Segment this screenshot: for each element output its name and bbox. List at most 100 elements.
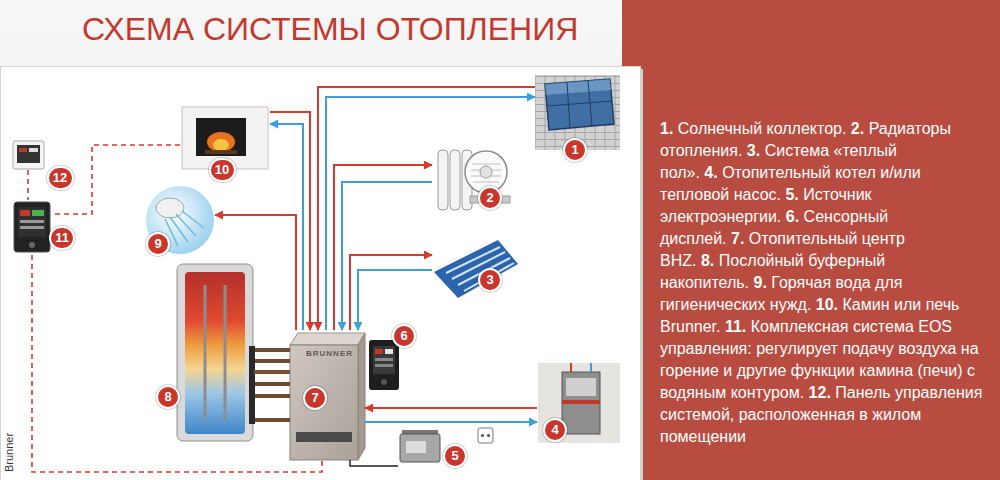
pipe-line — [358, 270, 432, 330]
screen-item — [375, 349, 383, 354]
fireplace-opening — [196, 118, 246, 156]
socket — [478, 428, 493, 443]
boiler-pipe — [570, 363, 572, 372]
display-button — [381, 379, 387, 385]
hot-water: 9 — [145, 185, 215, 255]
power-source: 5 — [398, 426, 493, 470]
screen-item — [20, 226, 44, 229]
callout-number: 3 — [478, 268, 502, 292]
battery — [400, 434, 440, 462]
brand-label: BRUNNER — [306, 349, 353, 359]
legend-number: 3. — [747, 142, 760, 159]
screen-item — [20, 210, 30, 216]
boiler: 4 — [537, 362, 620, 444]
center-front — [290, 345, 358, 460]
pipe-line — [254, 370, 290, 374]
knob-center — [480, 166, 492, 178]
legend-number: 1. — [660, 120, 673, 137]
callout-number: 10 — [209, 158, 236, 182]
boiler-room — [538, 363, 620, 443]
battery-display — [406, 441, 426, 453]
buffer-tank: 8 — [176, 263, 254, 441]
screen-item — [375, 358, 393, 361]
water-jets — [165, 211, 204, 246]
center-side — [358, 333, 365, 460]
pipe-line — [342, 182, 432, 330]
logs — [205, 150, 237, 154]
fireplace: 10 — [180, 105, 270, 170]
panel-grid — [547, 81, 612, 128]
watermark: Brunner — [3, 433, 16, 472]
power-wire — [350, 460, 398, 466]
control-unit — [14, 202, 50, 252]
callout-number: 12 — [47, 166, 74, 190]
screen-item — [375, 364, 393, 367]
legend-number: 8. — [701, 252, 714, 269]
flame-core — [213, 139, 229, 151]
floor-heating: 3 — [432, 238, 518, 298]
pipe-fittings — [249, 346, 255, 424]
boiler-pipe — [590, 363, 592, 372]
knob-ribs — [471, 164, 501, 182]
page-title: СХЕМА СИСТЕМЫ ОТОПЛЕНИЯ — [82, 9, 578, 49]
pipe-line — [270, 124, 303, 330]
panel-screen — [17, 145, 40, 163]
radiator-fin — [450, 150, 460, 210]
floor-slab — [434, 240, 518, 298]
legend-number: 4. — [704, 164, 717, 181]
radiator: 2 — [432, 148, 520, 213]
solar-panel — [545, 79, 614, 130]
diagram-panel — [1, 67, 641, 480]
control-system: 11 — [12, 200, 52, 255]
tank-layers — [185, 272, 245, 434]
screen-item — [19, 148, 27, 152]
room-panel: 12 — [12, 140, 44, 170]
legend-item: Солнечный коллектор. — [678, 120, 847, 137]
tank-shell — [177, 264, 253, 441]
screen-item — [385, 349, 393, 354]
radiator-fin — [438, 150, 448, 210]
legend-number: 7. — [731, 230, 744, 247]
socket-hole — [481, 434, 484, 437]
callout-number: 1 — [563, 138, 587, 162]
touch-display: 6 — [368, 338, 400, 392]
screen-item — [20, 220, 44, 223]
panel-glare — [545, 79, 611, 95]
pipe-line — [365, 421, 537, 423]
control-line — [32, 255, 322, 472]
center-connectors — [296, 432, 352, 442]
legend-number: 2. — [851, 120, 864, 137]
control-line — [27, 170, 29, 200]
legend-number: 5. — [785, 186, 798, 203]
control-knob — [29, 242, 35, 248]
callout-number: 4 — [543, 418, 567, 442]
legend-number: 10. — [816, 296, 838, 313]
callout-number: 8 — [156, 385, 180, 409]
display-screen — [373, 346, 395, 374]
legend-number: 12. — [809, 384, 831, 401]
socket-hole — [487, 434, 490, 437]
boiler-body — [562, 372, 600, 434]
callout-number: 9 — [146, 232, 170, 256]
flame — [207, 132, 235, 152]
room-panel — [13, 141, 44, 169]
solar-collector: 1 — [535, 75, 620, 150]
pipe-line — [350, 255, 432, 330]
callout-number: 7 — [303, 386, 327, 410]
screen-item — [32, 210, 44, 216]
boiler-front — [566, 378, 596, 396]
pipe-line — [334, 165, 432, 330]
control-screen — [18, 207, 46, 237]
callout-number: 2 — [478, 186, 502, 210]
legend-panel — [622, 0, 1000, 480]
pipe-line — [215, 215, 296, 330]
display-body — [369, 340, 399, 390]
legend-number: 6. — [786, 208, 799, 225]
tank-pipes — [253, 350, 290, 420]
callout-number: 11 — [49, 226, 75, 250]
pipe-line — [365, 407, 537, 409]
screen-item — [29, 148, 38, 152]
pipe-line — [270, 112, 310, 330]
